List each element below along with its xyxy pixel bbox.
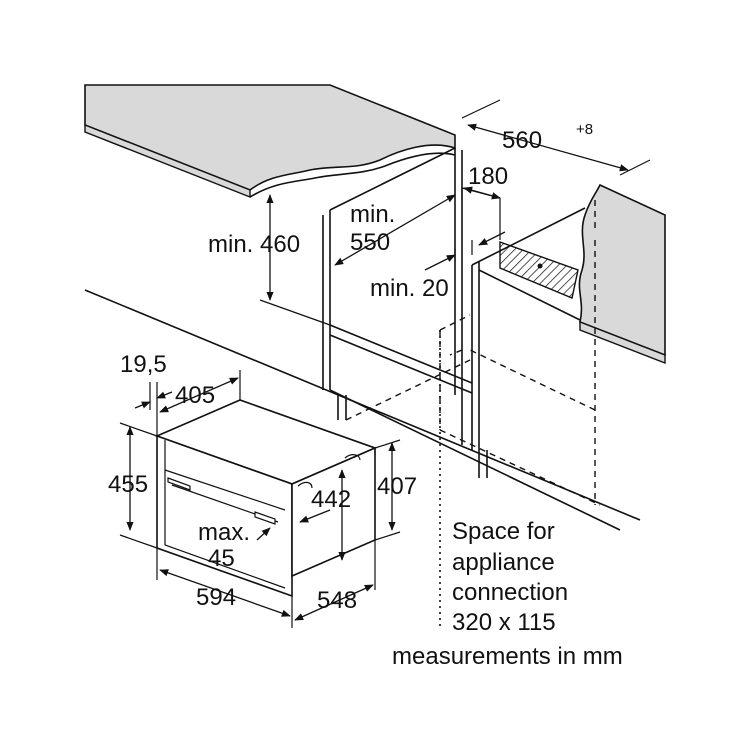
inner-height-label: 442 xyxy=(311,486,351,513)
dimension-labels: 560 +8 180 min. 550 min. 460 min. 20 19,… xyxy=(108,121,593,614)
handle-label-2: 45 xyxy=(208,545,235,572)
inner-depth-label: 405 xyxy=(175,382,215,409)
appliance-depth-label: 548 xyxy=(317,587,357,614)
units-note: measurements in mm xyxy=(392,643,623,670)
connection-line-3: connection xyxy=(452,579,568,606)
vent-depth-label: 180 xyxy=(468,163,508,190)
handle-label-1: max. xyxy=(198,519,250,546)
connection-line-2: appliance xyxy=(452,549,555,576)
countertop-left xyxy=(84,84,456,199)
niche-depth-label-1: min. xyxy=(350,201,395,228)
height-above-label: min. 460 xyxy=(208,231,300,258)
niche-height-label: 407 xyxy=(377,473,417,500)
connection-line-1: Space for xyxy=(452,518,555,545)
appliance-width-label: 594 xyxy=(196,584,236,611)
gap-min-label: min. 20 xyxy=(370,275,449,302)
niche-width-tolerance: +8 xyxy=(576,121,593,138)
connection-line-4: 320 x 115 xyxy=(452,609,556,636)
connection-note: Space for appliance connection 320 x 115… xyxy=(392,518,623,670)
niche-width-label: 560 xyxy=(502,127,542,154)
front-offset-label: 19,5 xyxy=(120,351,167,378)
countertop-right xyxy=(578,183,666,365)
appliance-oven xyxy=(154,399,378,598)
dimension-lines xyxy=(119,99,651,630)
niche-depth-label-2: 550 xyxy=(350,229,390,256)
appliance-height-label: 455 xyxy=(108,471,148,498)
vent-hatch xyxy=(499,241,579,299)
